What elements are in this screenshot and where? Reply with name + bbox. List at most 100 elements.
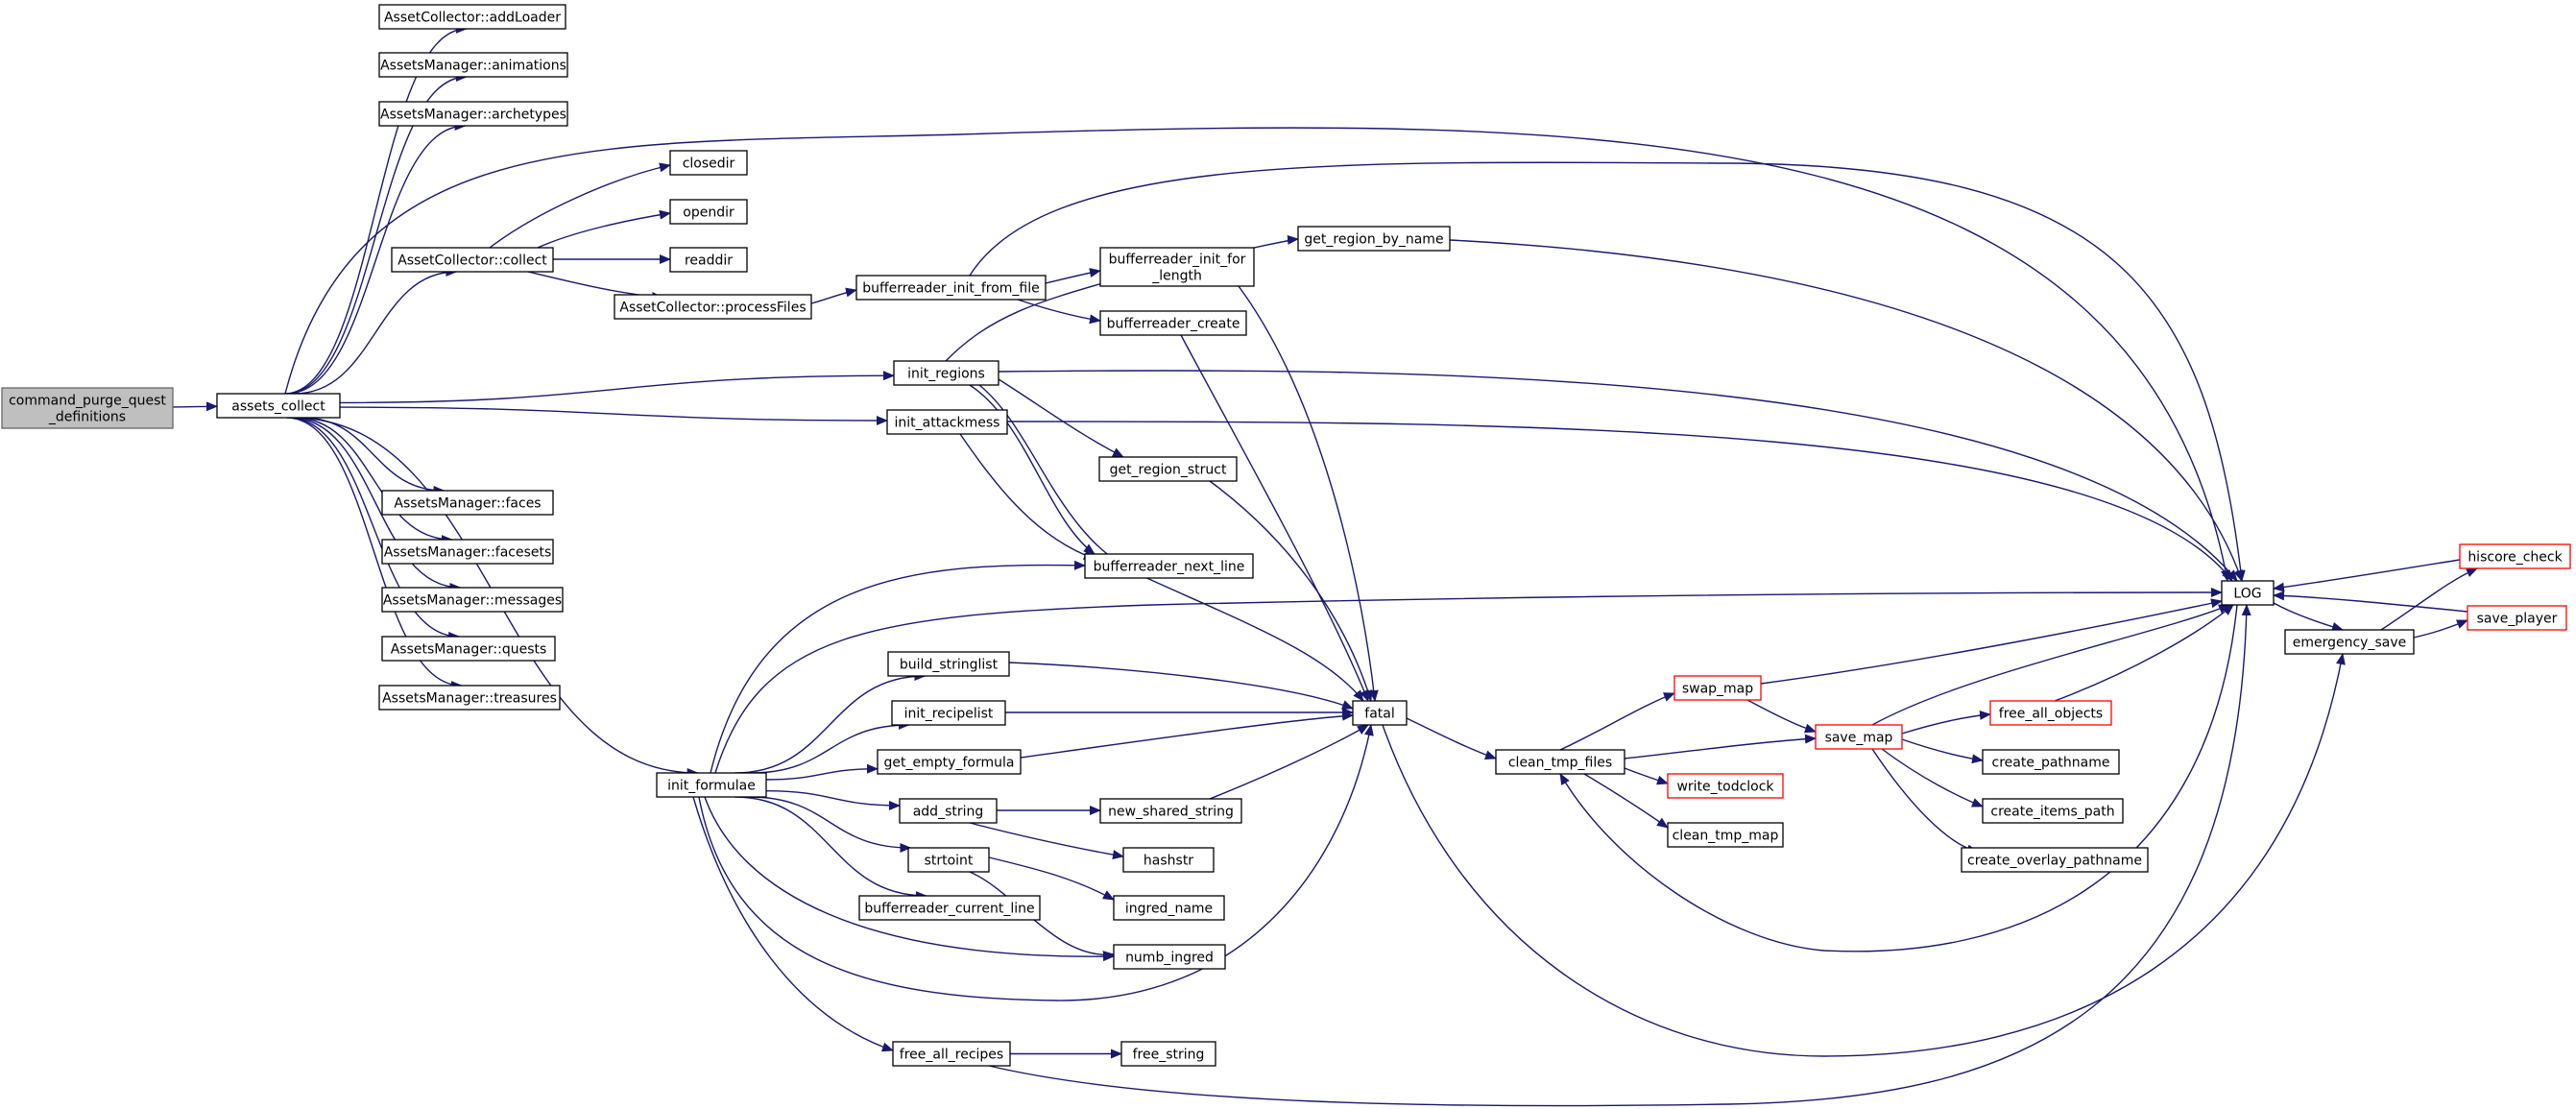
node-br_init_file[interactable]: bufferreader_init_from_file xyxy=(855,275,1047,301)
node-box[interactable] xyxy=(899,798,998,824)
node-box[interactable] xyxy=(1673,675,1762,701)
node-box[interactable] xyxy=(858,895,1041,921)
node-box[interactable] xyxy=(2467,605,2567,631)
node-box[interactable] xyxy=(656,772,767,798)
node-fatal[interactable]: fatal xyxy=(1352,700,1408,726)
node-save_player[interactable]: save_player xyxy=(2467,605,2567,631)
node-assets_collect[interactable]: assets_collect xyxy=(216,393,341,419)
node-box[interactable] xyxy=(2284,629,2415,655)
node-clean_tmp_files[interactable]: clean_tmp_files xyxy=(1495,749,1625,775)
node-box[interactable] xyxy=(1667,773,1784,799)
node-free_all_recipes[interactable]: free_all_recipes xyxy=(892,1041,1011,1067)
node-box[interactable] xyxy=(378,4,566,30)
node-box[interactable] xyxy=(216,393,341,419)
node-box[interactable] xyxy=(391,247,554,273)
node-clean_tmp_map[interactable]: clean_tmp_map xyxy=(1667,822,1784,848)
node-box[interactable] xyxy=(1099,310,1247,336)
node-add_string[interactable]: add_string xyxy=(899,798,998,824)
node-init_formulae[interactable]: init_formulae xyxy=(656,772,767,798)
node-init_attackmess[interactable]: init_attackmess xyxy=(886,409,1008,435)
node-box[interactable] xyxy=(887,651,1010,677)
node-box[interactable] xyxy=(669,247,748,273)
node-box[interactable] xyxy=(381,539,554,565)
node-box[interactable] xyxy=(907,847,990,873)
node-create_items_path[interactable]: create_items_path xyxy=(1982,798,2124,824)
node-create_pathname[interactable]: create_pathname xyxy=(1982,749,2120,775)
node-get_region_struct[interactable]: get_region_struct xyxy=(1098,456,1238,482)
node-box[interactable] xyxy=(855,275,1047,301)
node-box[interactable] xyxy=(2459,543,2571,569)
node-box[interactable] xyxy=(381,490,554,516)
node-box[interactable] xyxy=(378,685,561,711)
node-box[interactable] xyxy=(614,294,812,320)
node-box[interactable] xyxy=(1297,226,1451,252)
node-new_shared_string[interactable]: new_shared_string xyxy=(1099,798,1242,824)
node-box[interactable] xyxy=(1495,749,1625,775)
node-box[interactable] xyxy=(378,101,568,127)
node-quests[interactable]: AssetsManager::quests xyxy=(381,636,556,662)
node-readdir[interactable]: readdir xyxy=(669,247,748,273)
node-box[interactable] xyxy=(891,700,1006,726)
node-box[interactable] xyxy=(886,409,1008,435)
node-box[interactable] xyxy=(1961,847,2149,873)
node-get_region_by_name[interactable]: get_region_by_name xyxy=(1297,226,1451,252)
node-strtoint[interactable]: strtoint xyxy=(907,847,990,873)
node-box[interactable] xyxy=(1815,724,1903,750)
node-br_current_line[interactable]: bufferreader_current_line xyxy=(858,895,1041,921)
node-treasures[interactable]: AssetsManager::treasures xyxy=(378,685,561,711)
node-br_next_line[interactable]: bufferreader_next_line xyxy=(1084,553,1254,579)
node-save_map[interactable]: save_map xyxy=(1815,724,1903,750)
node-collect[interactable]: AssetCollector::collect xyxy=(391,247,554,273)
node-closedir[interactable]: closedir xyxy=(669,150,748,176)
node-faces[interactable]: AssetsManager::faces xyxy=(381,490,554,516)
node-facesets[interactable]: AssetsManager::facesets xyxy=(381,539,554,565)
node-box[interactable] xyxy=(378,52,568,78)
node-free_string[interactable]: free_string xyxy=(1120,1041,1216,1067)
node-box[interactable] xyxy=(893,360,999,386)
node-init_recipelist[interactable]: init_recipelist xyxy=(891,700,1006,726)
node-hashstr[interactable]: hashstr xyxy=(1122,847,1215,873)
node-box[interactable] xyxy=(381,587,564,613)
node-box[interactable] xyxy=(1,387,174,429)
node-messages[interactable]: AssetsManager::messages xyxy=(381,587,564,613)
node-create_overlay_pathname[interactable]: create_overlay_pathname xyxy=(1961,847,2149,873)
node-box[interactable] xyxy=(1099,247,1255,287)
node-free_all_objects[interactable]: free_all_objects xyxy=(1989,700,2112,726)
node-addLoader[interactable]: AssetCollector::addLoader xyxy=(378,4,566,30)
node-box[interactable] xyxy=(1098,456,1238,482)
node-emergency_save[interactable]: emergency_save xyxy=(2284,629,2415,655)
node-box[interactable] xyxy=(669,150,748,176)
node-box[interactable] xyxy=(2221,580,2275,606)
node-box[interactable] xyxy=(1084,553,1254,579)
node-br_init_len[interactable]: bufferreader_init_for_length xyxy=(1099,247,1255,287)
node-box[interactable] xyxy=(1113,895,1225,921)
node-LOG[interactable]: LOG xyxy=(2221,580,2275,606)
node-br_create[interactable]: bufferreader_create xyxy=(1099,310,1247,336)
node-box[interactable] xyxy=(381,636,556,662)
node-init_regions[interactable]: init_regions xyxy=(893,360,999,386)
node-get_empty_formula[interactable]: get_empty_formula xyxy=(877,749,1022,775)
node-box[interactable] xyxy=(1113,944,1226,970)
node-box[interactable] xyxy=(1099,798,1242,824)
node-box[interactable] xyxy=(1982,749,2120,775)
node-cmd[interactable]: command_purge_quest_definitions xyxy=(1,387,174,429)
node-numb_ingred[interactable]: numb_ingred xyxy=(1113,944,1226,970)
node-processFiles[interactable]: AssetCollector::processFiles xyxy=(614,294,812,320)
node-write_todclock[interactable]: write_todclock xyxy=(1667,773,1784,799)
node-hiscore_check[interactable]: hiscore_check xyxy=(2459,543,2571,569)
node-box[interactable] xyxy=(1667,822,1784,848)
node-box[interactable] xyxy=(877,749,1022,775)
node-opendir[interactable]: opendir xyxy=(669,199,748,225)
node-box[interactable] xyxy=(669,199,748,225)
node-swap_map[interactable]: swap_map xyxy=(1673,675,1762,701)
node-box[interactable] xyxy=(1989,700,2112,726)
node-box[interactable] xyxy=(892,1041,1011,1067)
node-archetypes[interactable]: AssetsManager::archetypes xyxy=(378,101,568,127)
node-build_stringlist[interactable]: build_stringlist xyxy=(887,651,1010,677)
node-box[interactable] xyxy=(1352,700,1408,726)
node-animations[interactable]: AssetsManager::animations xyxy=(378,52,568,78)
node-box[interactable] xyxy=(1122,847,1215,873)
node-box[interactable] xyxy=(1982,798,2124,824)
node-ingred_name[interactable]: ingred_name xyxy=(1113,895,1225,921)
node-box[interactable] xyxy=(1120,1041,1216,1067)
